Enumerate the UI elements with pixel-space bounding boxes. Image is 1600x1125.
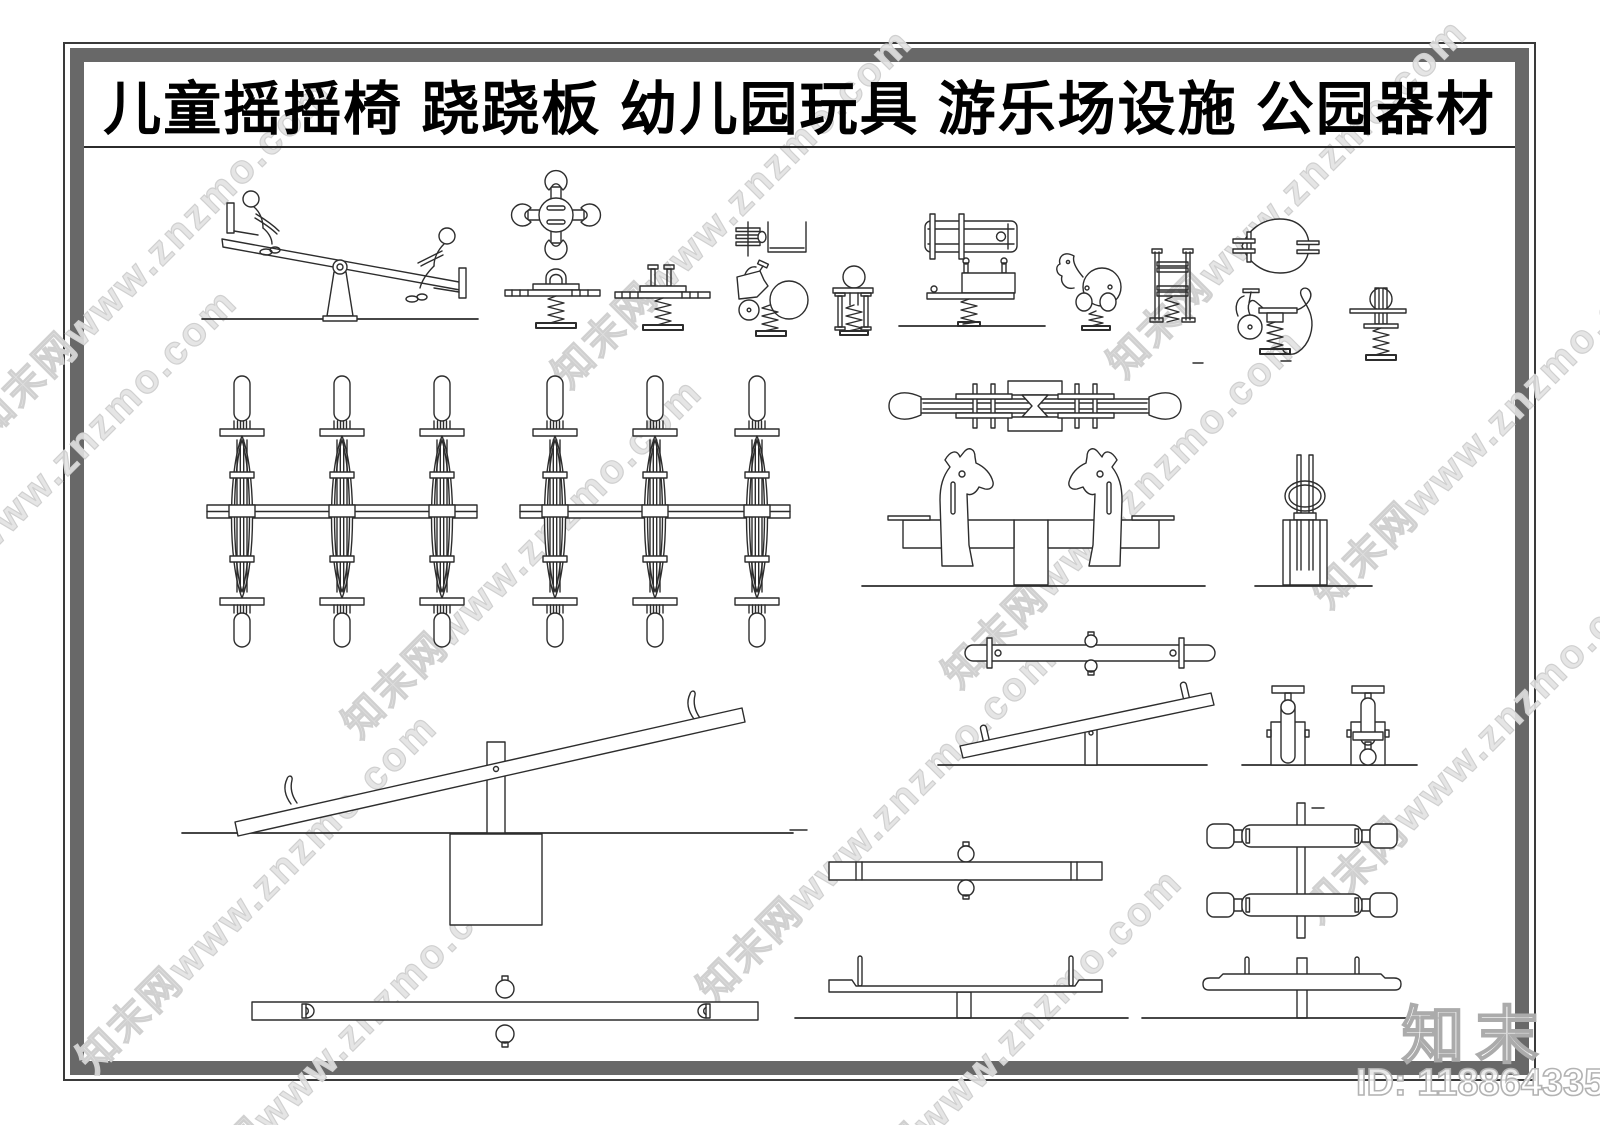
sheet-title: 儿童摇摇椅 跷跷板 幼儿园玩具 游乐场设施 公园器材	[84, 62, 1515, 148]
tractor-spring-rider-front-view	[735, 221, 807, 257]
spring-bench-side-view	[898, 257, 1046, 327]
triple-seesaw-top-view-left	[206, 375, 478, 648]
seesaw-side-view-tilted	[937, 681, 1215, 766]
triple-seesaw-top-view-right	[519, 375, 791, 648]
spring-rocker-loop-handle-side-view	[504, 268, 601, 329]
scooter-spring-rider-front-view	[1349, 287, 1407, 361]
znzmo-logo: 知末	[1401, 1001, 1551, 1072]
double-horse-seesaw-side-view	[861, 448, 1206, 587]
spring-rocker-top-view	[924, 213, 1018, 260]
scooter-spring-rider-side-view	[1235, 287, 1313, 355]
sheet-id: ID: 1188643359	[1355, 1061, 1600, 1105]
tractor-spring-rider-side-view	[736, 259, 809, 337]
seesaw-side-view-level	[794, 955, 1129, 1019]
spring-ladder-front-view	[1149, 248, 1196, 323]
tick-marks	[789, 360, 1325, 831]
four-seat-spinner-top-view	[510, 169, 602, 261]
seesaw-top-view-round-ends	[964, 631, 1216, 676]
squirrel-spring-rider-side-view	[1056, 253, 1122, 331]
double-seesaw-top-view	[1206, 802, 1398, 939]
seesaw-top-view-d-handles	[251, 975, 759, 1048]
seesaw-with-children-side-view	[201, 190, 479, 322]
seesaw-top-view-teardrop-seats	[888, 380, 1182, 432]
seesaw-end-view-ring-handle	[1254, 454, 1373, 587]
spring-rocker-post-handles-side-view	[614, 264, 711, 331]
spring-rider-front-view	[832, 265, 874, 336]
seesaw-top-view-ball-pivot	[828, 841, 1103, 900]
seesaw-end-views-t-handles	[1241, 685, 1418, 766]
double-seesaw-side-view	[1141, 956, 1441, 1019]
balloon-spring-rider-top-view	[1232, 218, 1320, 274]
large-seesaw-side-view-with-foundation	[181, 690, 794, 926]
